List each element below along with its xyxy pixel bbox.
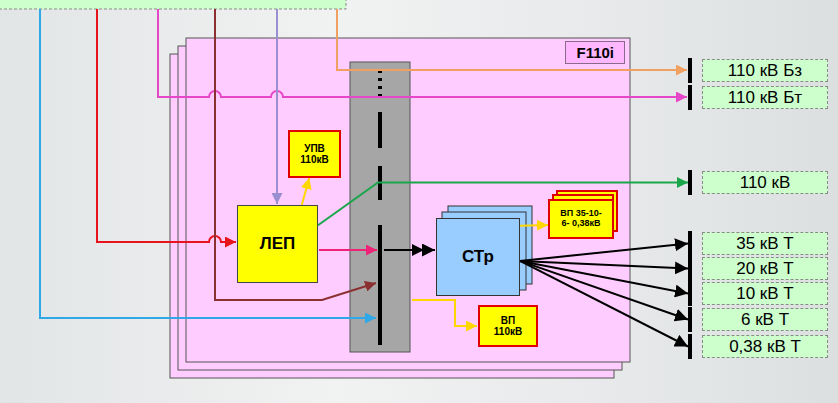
node-label: 110 кВ Бт xyxy=(702,86,828,109)
busbar-section xyxy=(378,112,382,148)
node-label: 0,38 кВ Т xyxy=(702,335,828,358)
wire xyxy=(40,9,376,318)
bus-box: 0,38 кВ Т xyxy=(688,334,828,359)
wire xyxy=(412,300,477,326)
transformer-box: СТр xyxy=(436,218,520,296)
bus-box: 6 кВ Т xyxy=(688,307,828,332)
node-label: 110 кВ Бз xyxy=(702,59,828,82)
connector-arrow xyxy=(302,178,309,205)
node-label: 20 кВ Т xyxy=(702,257,828,280)
connector-arrow xyxy=(520,261,688,269)
panel-front xyxy=(186,38,630,362)
connector-arrow xyxy=(520,261,688,347)
node-label: УПВ 110кВ xyxy=(298,143,331,166)
wire xyxy=(276,9,278,204)
aux-box: УПВ 110кВ xyxy=(288,130,341,178)
wire xyxy=(384,249,435,251)
bus-box: 20 кВ Т xyxy=(688,256,828,281)
node-label: 10 кВ Т xyxy=(702,282,828,305)
bus-box: 110 кВ xyxy=(688,170,828,195)
connector-arrow xyxy=(520,261,688,320)
busbar-section xyxy=(378,225,382,345)
panel: F110iУПВ 110кВ ЛЕП СТр ВП 35-10-6- 0,38кВ ВП… xyxy=(186,38,630,362)
busbar-dots xyxy=(378,70,382,100)
bus-box: 10 кВ Т xyxy=(688,281,828,306)
wire xyxy=(337,9,687,70)
connector-arrow xyxy=(520,261,688,294)
node-label: F110i xyxy=(565,41,625,64)
wire xyxy=(215,9,376,300)
bus-box: 35 кВ Т xyxy=(688,231,828,256)
node-label: ВП 35-10-6- 0,38кВ xyxy=(558,209,604,229)
aux-box: ВП 35-10-6- 0,38кВ xyxy=(548,199,614,239)
bus-box: 110 кВ Бт xyxy=(688,85,828,110)
wire xyxy=(319,249,377,251)
node-label: СТр xyxy=(462,247,494,267)
node-label: 6 кВ Т xyxy=(702,308,828,331)
node-label: ВП 110кВ xyxy=(488,315,528,338)
busbar-column xyxy=(350,62,410,352)
wire xyxy=(158,9,687,97)
node-label: 35 кВ Т xyxy=(702,232,828,255)
aux-box: ВП 110кВ xyxy=(478,305,538,347)
line-box: ЛЕП xyxy=(237,205,318,283)
source-bar xyxy=(0,0,346,9)
node-label: ЛЕП xyxy=(260,234,296,254)
connector-arrow xyxy=(520,224,548,227)
arrow-head xyxy=(412,244,424,256)
node-label: 110 кВ xyxy=(702,171,828,194)
connector-arrow xyxy=(520,244,688,261)
bus-box: 110 кВ Бз xyxy=(688,58,828,83)
